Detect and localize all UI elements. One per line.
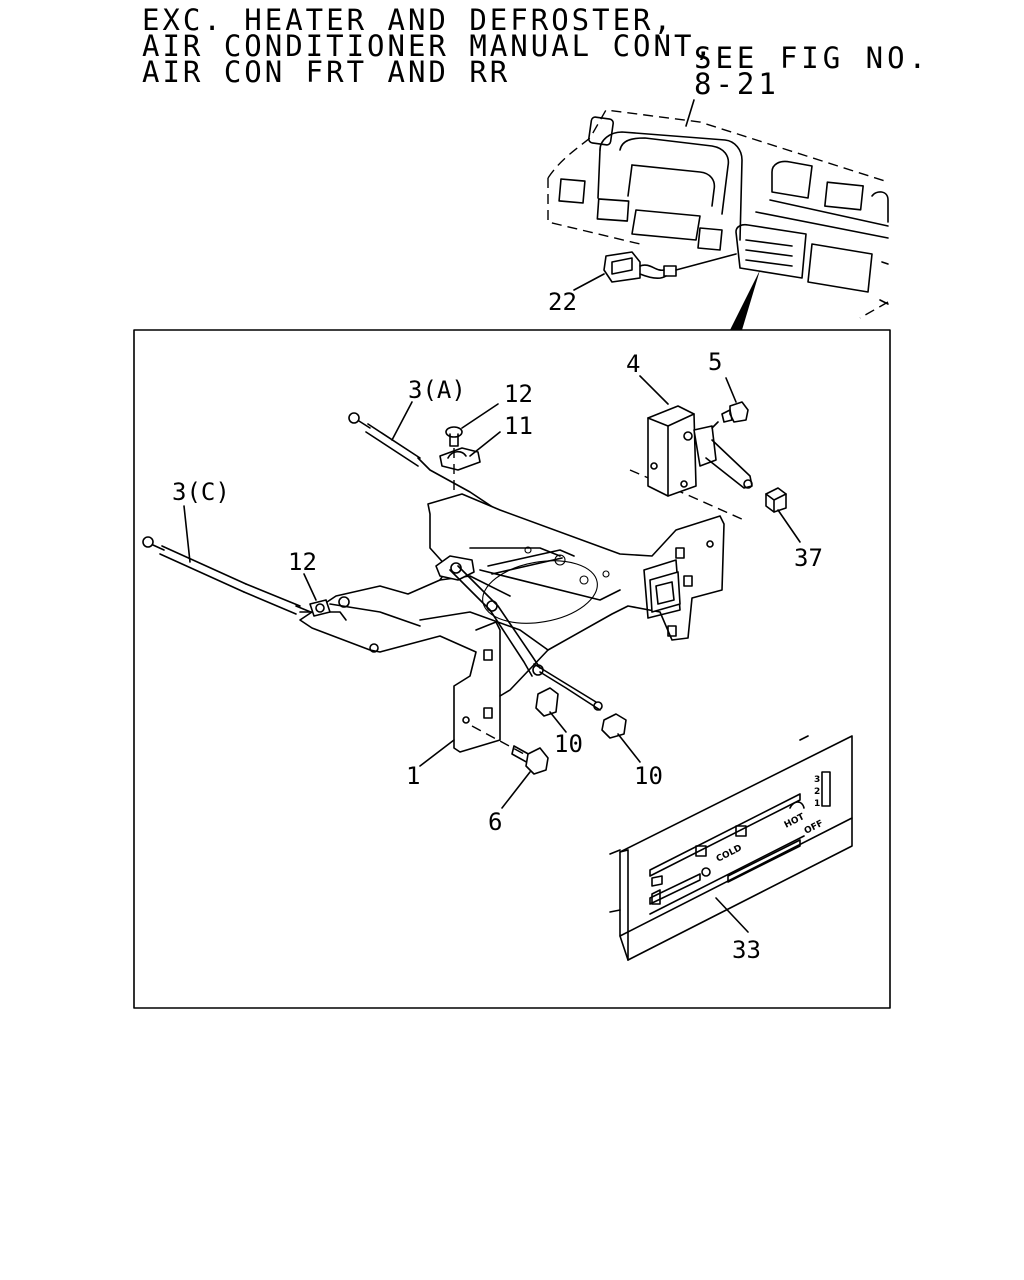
callout-4: 4	[626, 350, 640, 378]
detail-frame	[133, 329, 891, 1009]
callout-33: 33	[732, 936, 761, 964]
callout-10-a: 10	[554, 730, 583, 758]
header-line-3: AIR CON FRT AND RR	[142, 55, 510, 89]
bolt-12-left: 12	[288, 548, 331, 617]
callout-3a: 3(A)	[408, 376, 466, 404]
knob-37: 37	[765, 487, 823, 572]
cable-3c: 3(C)	[142, 478, 341, 625]
callout-12-left: 12	[288, 548, 317, 576]
callout-12-top: 12	[504, 380, 533, 408]
clip-10-b: 10	[601, 713, 663, 790]
screw-6: 6	[471, 725, 549, 836]
callout-1: 1	[406, 762, 420, 790]
bolt-12-top: 12	[445, 380, 533, 502]
panel-fan-1: 1	[814, 799, 820, 809]
clip-11: 11	[439, 412, 533, 471]
header-caption: EXC. HEATER AND DEFROSTER, AIR CONDITION…	[142, 3, 715, 89]
panel-fan-2: 2	[814, 787, 820, 797]
panel-fan-3: 3	[814, 775, 820, 785]
callout-3c: 3(C)	[172, 478, 230, 506]
control-panel-33: HOT COLD OFF 3 2 1 33	[609, 735, 853, 964]
see-fig-number: 8-21	[694, 67, 780, 101]
callout-37: 37	[794, 544, 823, 572]
callout-5: 5	[708, 348, 722, 376]
callout-6: 6	[488, 808, 502, 836]
clip-10-a: 10	[535, 687, 583, 758]
callout-11: 11	[504, 412, 533, 440]
header-line-2: AIR CONDITIONER MANUAL CONT,	[142, 29, 715, 63]
switch-assembly-4: 4	[626, 350, 753, 521]
header-line-1: EXC. HEATER AND DEFROSTER,	[142, 3, 674, 37]
see-fig-label: SEE FIG NO.	[694, 41, 930, 75]
callout-22: 22	[548, 288, 577, 316]
dashboard-illustration: 22	[547, 99, 889, 330]
cable-3a: 3(A)	[348, 376, 561, 553]
control-bracket: 1	[299, 493, 725, 790]
see-fig-reference: SEE FIG NO. 8-21	[694, 41, 930, 101]
callout-10-b: 10	[634, 762, 663, 790]
screw-5: 5	[708, 348, 749, 423]
